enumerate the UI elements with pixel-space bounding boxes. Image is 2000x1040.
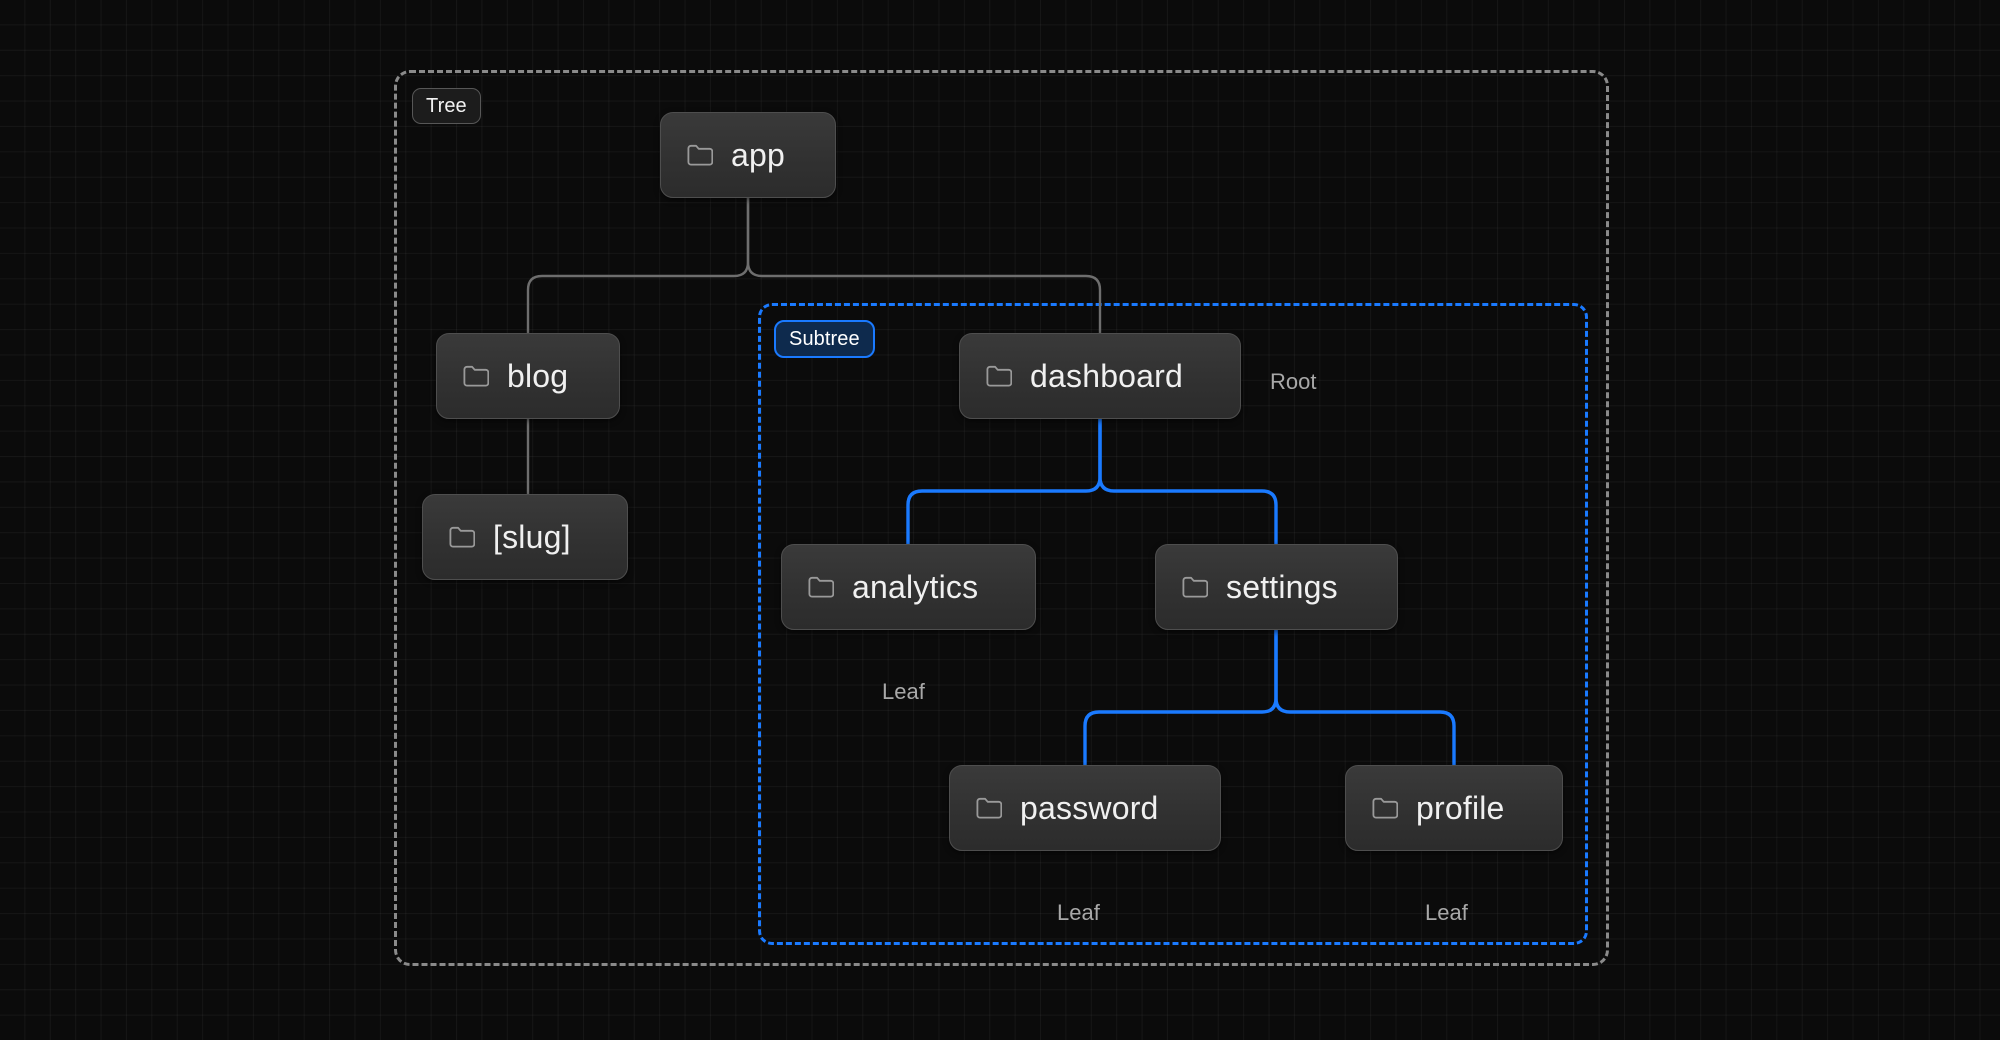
node-blog[interactable]: blog — [436, 333, 620, 419]
folder-icon — [976, 797, 1002, 819]
group-badge-tree[interactable]: Tree — [412, 88, 481, 124]
node-label: dashboard — [1030, 358, 1184, 394]
node-label: blog — [507, 358, 569, 394]
annotation-leaf-profile: Leaf — [1425, 900, 1468, 925]
node-settings[interactable]: settings — [1155, 544, 1398, 630]
annotation-leaf-password: Leaf — [1057, 900, 1100, 925]
annotation-root: Root — [1270, 369, 1317, 394]
node-label: analytics — [852, 569, 979, 605]
node-app[interactable]: app — [660, 112, 836, 198]
node-label: [slug] — [493, 519, 571, 555]
node-slug[interactable]: [slug] — [422, 494, 628, 580]
node-password[interactable]: password — [949, 765, 1221, 851]
annotation-leaf-analytics: Leaf — [882, 679, 925, 704]
node-profile[interactable]: profile — [1345, 765, 1563, 851]
folder-icon — [1372, 797, 1398, 819]
folder-icon — [463, 365, 489, 387]
group-badge-subtree[interactable]: Subtree — [774, 320, 875, 358]
group-boundary-subtree[interactable] — [758, 303, 1588, 945]
folder-icon — [808, 576, 834, 598]
node-label: settings — [1226, 569, 1338, 605]
folder-icon — [449, 526, 475, 548]
node-label: password — [1020, 790, 1159, 826]
folder-icon — [986, 365, 1012, 387]
node-label: app — [731, 137, 785, 173]
node-label: profile — [1416, 790, 1505, 826]
folder-icon — [1182, 576, 1208, 598]
folder-icon — [687, 144, 713, 166]
node-dashboard[interactable]: dashboard — [959, 333, 1241, 419]
node-analytics[interactable]: analytics — [781, 544, 1036, 630]
group-boundary-tree[interactable] — [394, 70, 1609, 966]
